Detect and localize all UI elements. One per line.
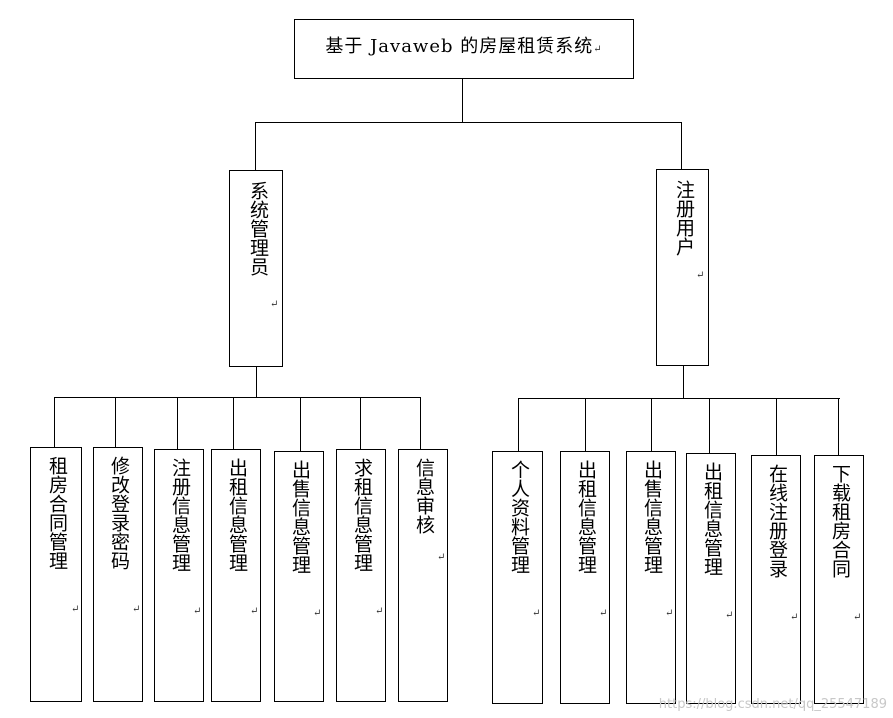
admin-leaf-node: 求租信息管理 ↵	[336, 449, 386, 702]
branch-label-admin: 系统管理员	[247, 181, 269, 276]
connector-user-down	[683, 366, 684, 399]
connector-admin-up	[255, 122, 256, 170]
admin-leaf-label: 修改登录密码	[108, 456, 130, 570]
connector-root-down	[462, 79, 463, 123]
user-leaf-node: 个人资料管理 ↵	[492, 451, 543, 704]
admin-leaf-node: 出租信息管理 ↵	[211, 449, 261, 702]
user-leaf-node: 出售信息管理 ↵	[626, 451, 676, 704]
admin-connector-2	[115, 397, 116, 447]
paragraph-mark-icon: ↵	[193, 606, 202, 617]
connector-level1-bus	[255, 122, 681, 123]
branch-node-user: 注册用户 ↵	[656, 169, 709, 366]
paragraph-mark-icon: ↵	[665, 608, 674, 619]
admin-connector-6	[360, 397, 361, 449]
admin-connector-7	[420, 397, 421, 449]
user-connector-4	[709, 398, 710, 453]
paragraph-mark-icon: ↵	[853, 612, 862, 623]
watermark: https://blog.csdn.net/qq_25547189	[658, 697, 887, 712]
connector-admin-down	[256, 367, 257, 398]
admin-leaf-label: 出售信息管理	[289, 460, 311, 574]
paragraph-mark-icon: ↵	[270, 299, 279, 310]
paragraph-mark-icon: ↵	[132, 604, 141, 615]
paragraph-mark-icon: ↵	[375, 606, 384, 617]
connector-user-bus	[518, 398, 840, 399]
user-leaf-label: 出租信息管理	[575, 460, 597, 574]
user-leaf-node: 出租信息管理 ↵	[560, 451, 610, 704]
user-connector-2	[585, 398, 586, 451]
paragraph-mark-icon: ↵	[250, 606, 259, 617]
admin-leaf-node: 出售信息管理 ↵	[274, 451, 324, 702]
user-leaf-node: 在线注册登录 ↵	[751, 455, 801, 704]
paragraph-mark-icon: ↵	[725, 610, 734, 621]
user-leaf-label: 出售信息管理	[641, 460, 663, 574]
root-text: 基于 Javaweb 的房屋租赁系统	[325, 36, 594, 57]
paragraph-mark-icon: ↵	[790, 612, 799, 623]
admin-connector-1	[54, 397, 55, 447]
admin-connector-3	[177, 397, 178, 449]
admin-leaf-label: 求租信息管理	[351, 458, 373, 572]
root-node: 基于 Javaweb 的房屋租赁系统↵	[294, 19, 634, 79]
branch-node-admin: 系统管理员 ↵	[229, 170, 283, 367]
admin-leaf-label: 信息审核	[413, 458, 435, 534]
paragraph-mark-icon: ↵	[696, 270, 705, 281]
connector-admin-bus	[54, 397, 421, 398]
root-label: 基于 Javaweb 的房屋租赁系统↵	[295, 32, 633, 58]
paragraph-mark-icon: ↵	[599, 608, 608, 619]
user-leaf-label: 出租信息管理	[701, 462, 723, 576]
admin-connector-5	[300, 397, 301, 451]
admin-connector-4	[233, 397, 234, 449]
connector-user-up	[681, 122, 682, 169]
user-connector-6	[838, 398, 839, 455]
paragraph-mark-icon: ↵	[71, 604, 80, 615]
user-connector-5	[776, 398, 777, 455]
admin-leaf-node: 注册信息管理 ↵	[154, 449, 204, 702]
user-leaf-node: 出租信息管理 ↵	[686, 453, 736, 704]
paragraph-mark-icon: ↵	[532, 608, 541, 619]
admin-leaf-label: 租房合同管理	[46, 456, 68, 570]
user-leaf-label: 个人资料管理	[508, 460, 530, 574]
user-leaf-node: 下载租房合同 ↵	[814, 455, 864, 704]
paragraph-mark-icon: ↵	[313, 608, 322, 619]
branch-label-user: 注册用户	[673, 180, 695, 256]
admin-leaf-label: 出租信息管理	[226, 458, 248, 572]
admin-leaf-node: 租房合同管理 ↵	[30, 447, 82, 702]
user-leaf-label: 下载租房合同	[829, 464, 851, 578]
user-leaf-label: 在线注册登录	[766, 464, 788, 578]
admin-leaf-node: 修改登录密码 ↵	[93, 447, 143, 702]
user-connector-3	[651, 398, 652, 451]
admin-leaf-label: 注册信息管理	[169, 458, 191, 572]
paragraph-mark-icon: ↵	[593, 44, 603, 55]
admin-leaf-node: 信息审核 ↵	[398, 449, 448, 702]
paragraph-mark-icon: ↵	[437, 552, 446, 563]
user-connector-1	[518, 398, 519, 451]
